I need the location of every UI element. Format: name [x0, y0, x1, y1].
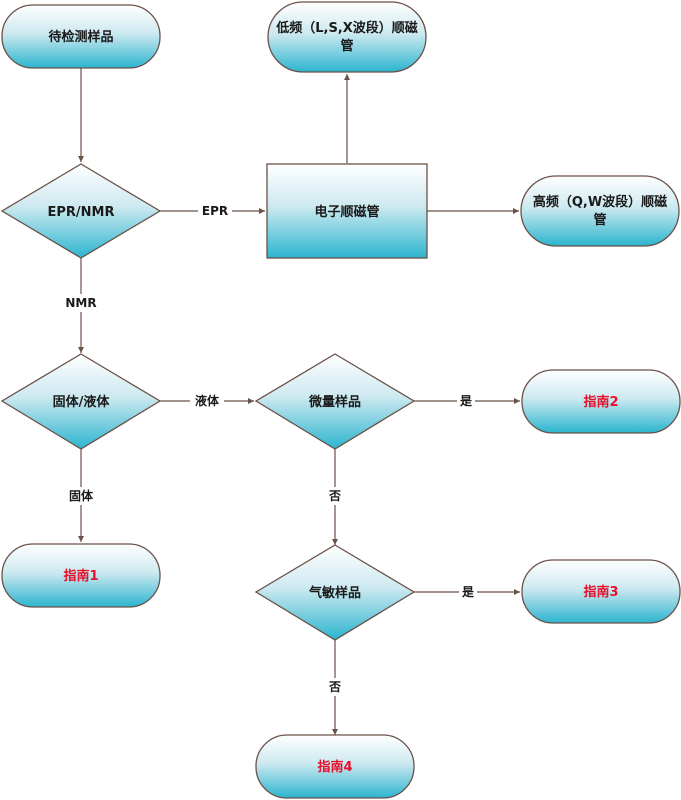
- edge-label-gas-yes: 是: [461, 585, 475, 599]
- node-low-freq: 低频（L,S,X波段）顺磁 管: [267, 1, 427, 73]
- node-guide1: 指南1: [1, 543, 161, 608]
- node-epr-tube-label: 电子顺磁管: [314, 204, 379, 220]
- node-start: 待检测样品: [1, 4, 161, 69]
- node-low-freq-label-2: 管: [340, 38, 353, 54]
- node-gas-label: 气敏样品: [309, 585, 361, 601]
- node-guide4: 指南4: [255, 734, 415, 799]
- edge-label-micro-no: 否: [328, 489, 341, 503]
- edge-label-micro-yes: 是: [459, 394, 473, 408]
- node-guide3-label: 指南3: [583, 584, 618, 600]
- node-start-label: 待检测样品: [47, 29, 113, 45]
- edge-label-liquid: 液体: [195, 393, 220, 408]
- node-low-freq-label-1: 低频（L,S,X波段）顺磁: [275, 20, 418, 36]
- node-gas: 气敏样品: [254, 544, 416, 641]
- node-guide4-label: 指南4: [317, 759, 352, 775]
- node-micro: 微量样品: [254, 353, 416, 450]
- node-high-freq-label-2: 管: [593, 212, 606, 228]
- node-guide1-label: 指南1: [63, 568, 98, 584]
- node-guide3: 指南3: [521, 559, 681, 624]
- node-high-freq: 高频（Q,W波段）顺磁 管: [520, 175, 680, 247]
- edge-label-epr: EPR: [202, 204, 228, 218]
- edge-label-solid: 固体: [69, 488, 94, 503]
- node-solid-liquid: 固体/液体: [0, 353, 162, 450]
- edge-label-gas-no: 否: [328, 680, 341, 694]
- node-high-freq-label-1: 高频（Q,W波段）顺磁: [533, 194, 667, 210]
- node-micro-label: 微量样品: [308, 394, 361, 410]
- node-epr-tube: 电子顺磁管: [266, 163, 428, 259]
- edge-label-nmr: NMR: [65, 296, 96, 310]
- node-solid-liquid-label: 固体/液体: [53, 394, 111, 410]
- node-guide2-label: 指南2: [583, 394, 618, 410]
- node-guide2: 指南2: [521, 369, 681, 434]
- node-epr-nmr: EPR/NMR: [0, 163, 162, 259]
- node-epr-nmr-label: EPR/NMR: [48, 205, 115, 220]
